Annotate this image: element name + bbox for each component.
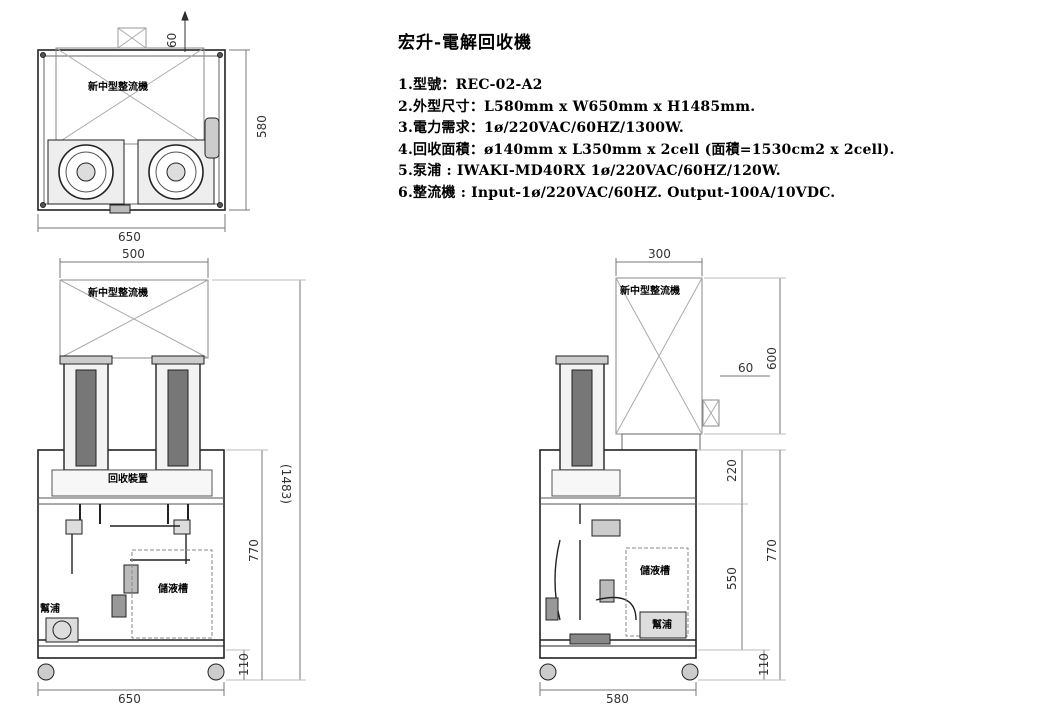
top-view-offset-dim: 60	[165, 33, 179, 48]
front-view-rectifier-label: 新中型整流機	[88, 286, 148, 299]
side-view-tank-label: 儲液槽	[639, 564, 670, 577]
front-view-frame	[37, 449, 225, 659]
top-view-rectifier-label: 新中型整流機	[88, 80, 148, 93]
side-view-pump-label: 幫浦	[652, 618, 672, 631]
side-view-caster-right	[681, 663, 699, 681]
side-view-top-width-dim: 300	[648, 247, 671, 261]
top-view	[37, 10, 250, 232]
spec-item-dimensions: 2.外型尺寸：L580mm x W650mm x H1485mm.	[398, 98, 756, 115]
side-view-mid-dim: 550	[725, 567, 739, 590]
front-view-tank-label: 儲液槽	[157, 582, 188, 595]
front-view-caster-left	[37, 663, 55, 681]
front-view-total-height-dim: (1483)	[279, 464, 293, 504]
front-view-rectifier-box	[59, 279, 209, 359]
front-view-pump	[45, 617, 79, 643]
front-view-recovery-label: 回收裝置	[108, 472, 148, 485]
side-view-pump	[639, 611, 687, 639]
side-view-rectifier-height-dim: 600	[765, 347, 779, 370]
top-view-frame	[37, 49, 226, 211]
spec-list: 1.型號：REC-02-A2 2.外型尺寸：L580mm x W650mm x …	[398, 75, 1048, 204]
spec-title: 宏升-電解回收機	[398, 33, 533, 53]
top-view-depth-dim: 580	[255, 115, 269, 138]
side-view-caster-left	[539, 663, 557, 681]
spec-item-pump: 5.泵浦 : IWAKI-MD40RX 1ø/220VAC/60HZ/120W.	[398, 163, 781, 179]
front-view-top-width-dim: 500	[122, 247, 145, 261]
front-view-caster-right	[207, 663, 225, 681]
front-view-frame-height-dim: 770	[247, 539, 261, 562]
side-view-rectifier-label: 新中型整流機	[620, 284, 680, 297]
front-view-tank	[131, 549, 213, 639]
spec-item-power: 3.電力需求：1ø/220VAC/60HZ/1300W.	[398, 120, 684, 136]
front-view	[37, 258, 306, 696]
spec-item-recovery-area: 4.回收面積：ø140mm x L350mm x 2cell (面積=1530c…	[398, 141, 895, 158]
side-view-frame-height-dim: 770	[765, 539, 779, 562]
side-view-bottom-width-dim: 580	[606, 692, 629, 706]
spec-item-model: 1.型號：REC-02-A2	[398, 77, 543, 93]
side-view-offset-dim: 60	[738, 361, 753, 375]
side-view-upper-dim: 220	[725, 459, 739, 482]
top-view-width-dim: 650	[118, 230, 141, 244]
side-view-caster-height-dim: 110	[757, 653, 771, 676]
front-view-caster-height-dim: 110	[237, 653, 251, 676]
front-view-bottom-width-dim: 650	[118, 692, 141, 706]
spec-panel: 宏升-電解回收機 1.型號：REC-02-A2 2.外型尺寸：L580mm x …	[398, 28, 1048, 204]
side-view-frame	[539, 449, 697, 659]
spec-item-rectifier: 6.整流機 : Input-1ø/220VAC/60HZ. Output-100…	[398, 184, 836, 201]
front-view-pump-label: 幫浦	[40, 602, 60, 615]
side-view	[539, 258, 786, 696]
